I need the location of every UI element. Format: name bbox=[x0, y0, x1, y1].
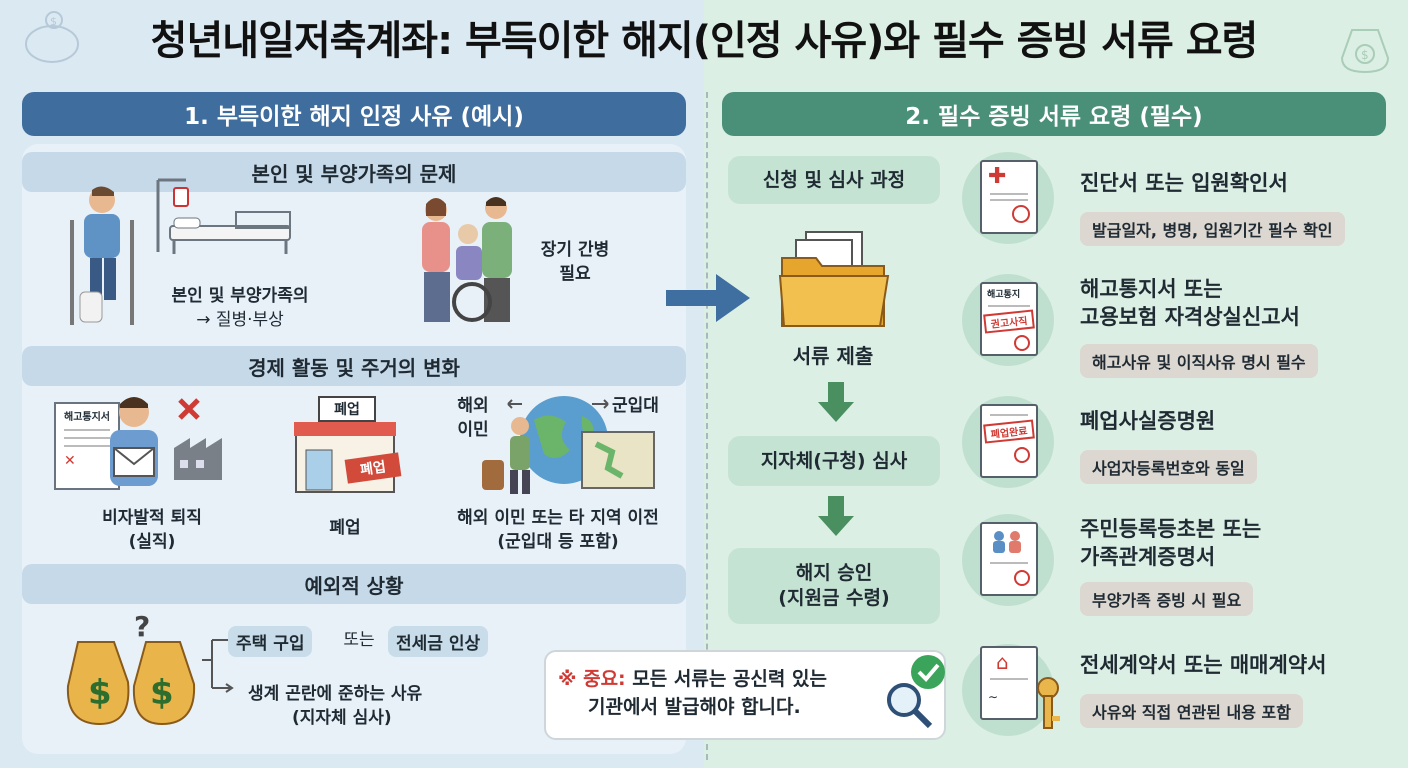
svg-text:$: $ bbox=[88, 673, 112, 713]
doc4-title: 주민등록등초본 또는 bbox=[1080, 517, 1262, 541]
important-note-text1: 모든 서류는 공신력 있는 bbox=[632, 668, 827, 690]
down-arrow-icon bbox=[818, 382, 854, 422]
process-title: 신청 및 심사 과정 bbox=[728, 156, 940, 204]
process-approval-sublabel: (지원금 수령) bbox=[778, 587, 890, 609]
factory-closed-icon bbox=[174, 398, 222, 480]
important-note-line1: ※ 중요: 모든 서류는 공신력 있는 bbox=[558, 664, 827, 691]
abroad-label-2: 이민 bbox=[457, 420, 489, 440]
doc5-title: 전세계약서 또는 매매계약서 bbox=[1080, 653, 1327, 677]
person-letter-icon bbox=[110, 397, 158, 486]
torn-money-bag-icon: $ $ ? bbox=[66, 612, 196, 726]
doc1-note: 발급일자, 병명, 입원기간 필수 확인 bbox=[1080, 212, 1345, 246]
folder-documents-icon bbox=[778, 231, 890, 327]
magnifier-check-icon bbox=[887, 655, 945, 729]
important-note-prefix: ※ 중요: bbox=[558, 668, 626, 690]
item-illness-sublabel: → 질병·부상 bbox=[196, 310, 284, 330]
item-relocation-label: 해외 이민 또는 타 지역 이전 bbox=[457, 508, 659, 528]
piggy-bank-icon: $ bbox=[25, 11, 79, 63]
process-submit: 서류 제출 bbox=[792, 344, 874, 368]
house-icon: ⌂ bbox=[996, 650, 1009, 674]
important-note-text2: 기관에서 발급해야 합니다. bbox=[588, 696, 801, 718]
svg-text:?: ? bbox=[134, 612, 150, 643]
doc4-title-2: 가족관계증명서 bbox=[1080, 545, 1216, 569]
doc1-title: 진단서 또는 입원확인서 bbox=[1080, 171, 1288, 195]
money-bag-icon: $ bbox=[1340, 29, 1390, 74]
section-family-title: 본인 및 부양가족의 문제 bbox=[22, 152, 686, 192]
svg-text:$: $ bbox=[50, 15, 57, 28]
deposit-increase-pill: 전세금 인상 bbox=[388, 626, 489, 657]
hardship-sublabel: (지자체 심사) bbox=[292, 708, 392, 728]
doc2-note: 해고사유 및 이직사유 명시 필수 bbox=[1080, 344, 1318, 378]
down-arrow-icon-2 bbox=[818, 496, 854, 536]
center-arrow-icon bbox=[666, 274, 750, 322]
hospital-bed-icon bbox=[156, 178, 291, 254]
medical-document-icon: ✚ bbox=[980, 160, 1038, 234]
right-header: 2. 필수 증빙 서류 요령 (필수) bbox=[722, 92, 1386, 136]
doc2-label: 해고통지 bbox=[987, 290, 1021, 300]
closure-certificate-icon: 폐업완료 bbox=[980, 404, 1038, 478]
family-icon bbox=[993, 531, 1021, 553]
section-economy-title: 경제 활동 및 주거의 변화 bbox=[22, 346, 686, 386]
abroad-label: 해외 bbox=[457, 396, 489, 416]
process-approval: 해지 승인 (지원금 수령) bbox=[728, 548, 940, 624]
center-divider bbox=[706, 92, 708, 760]
hardship-label: 생계 곤란에 준하는 사유 bbox=[248, 684, 423, 704]
item-care-label: 장기 간병 bbox=[540, 240, 610, 260]
dismissal-notice-icon: 해고통지서 ✕ bbox=[54, 402, 120, 490]
bracket-connector bbox=[202, 639, 234, 693]
or-label: 또는 bbox=[343, 630, 375, 650]
process-approval-label: 해지 승인 bbox=[795, 562, 873, 585]
item-care-sublabel: 필요 bbox=[559, 264, 591, 284]
emigration-globe-icon bbox=[482, 396, 655, 494]
doc3-title: 폐업사실증명원 bbox=[1080, 409, 1216, 433]
left-header: 1. 부득이한 해지 인정 사유 (예시) bbox=[22, 92, 686, 136]
contract-document-icon: ⌂ ∼ bbox=[980, 646, 1038, 720]
item-relocation-sublabel: (군입대 등 포함) bbox=[497, 532, 619, 552]
closed-sign: 폐업 bbox=[318, 396, 376, 422]
item-illness-label: 본인 및 부양가족의 bbox=[171, 286, 309, 306]
doc3-note: 사업자등록번호와 동일 bbox=[1080, 450, 1257, 484]
injured-person-icon bbox=[70, 186, 134, 325]
item-layoff-sublabel: (실직) bbox=[128, 532, 176, 552]
dismissal-notice-label: 해고통지서 bbox=[64, 412, 110, 423]
doc3-stamp: 폐업완료 bbox=[983, 419, 1035, 444]
item-closure-label: 폐업 bbox=[329, 518, 361, 538]
doc2-stamp: 권고사직 bbox=[983, 309, 1035, 334]
section-exception-title: 예외적 상황 bbox=[22, 564, 686, 604]
important-note-box bbox=[544, 650, 946, 740]
doc5-note: 사유와 직접 연관된 내용 포함 bbox=[1080, 694, 1303, 728]
family-certificate-icon bbox=[980, 522, 1038, 596]
doc2-title: 해고통지서 또는 bbox=[1080, 277, 1223, 301]
military-label: 군입대 bbox=[612, 396, 659, 416]
key-icon bbox=[1037, 677, 1060, 729]
page-title: 청년내일저축계좌: 부득이한 해지(인정 사유)와 필수 증빙 서류 요령 bbox=[150, 18, 1259, 64]
doc4-note: 부양가족 증빙 시 필요 bbox=[1080, 582, 1254, 616]
house-purchase-pill: 주택 구입 bbox=[228, 626, 313, 657]
svg-text:$: $ bbox=[1361, 48, 1369, 62]
process-review: 지자체(구청) 심사 bbox=[728, 436, 940, 486]
item-layoff-label: 비자발적 퇴직 bbox=[102, 508, 202, 528]
caregiver-wheelchair-icon bbox=[422, 197, 512, 322]
dismissal-document-icon: 해고통지 권고사직 bbox=[980, 282, 1038, 356]
doc2-title-2: 고용보험 자격상실신고서 bbox=[1080, 305, 1300, 329]
svg-text:$: $ bbox=[150, 673, 174, 713]
